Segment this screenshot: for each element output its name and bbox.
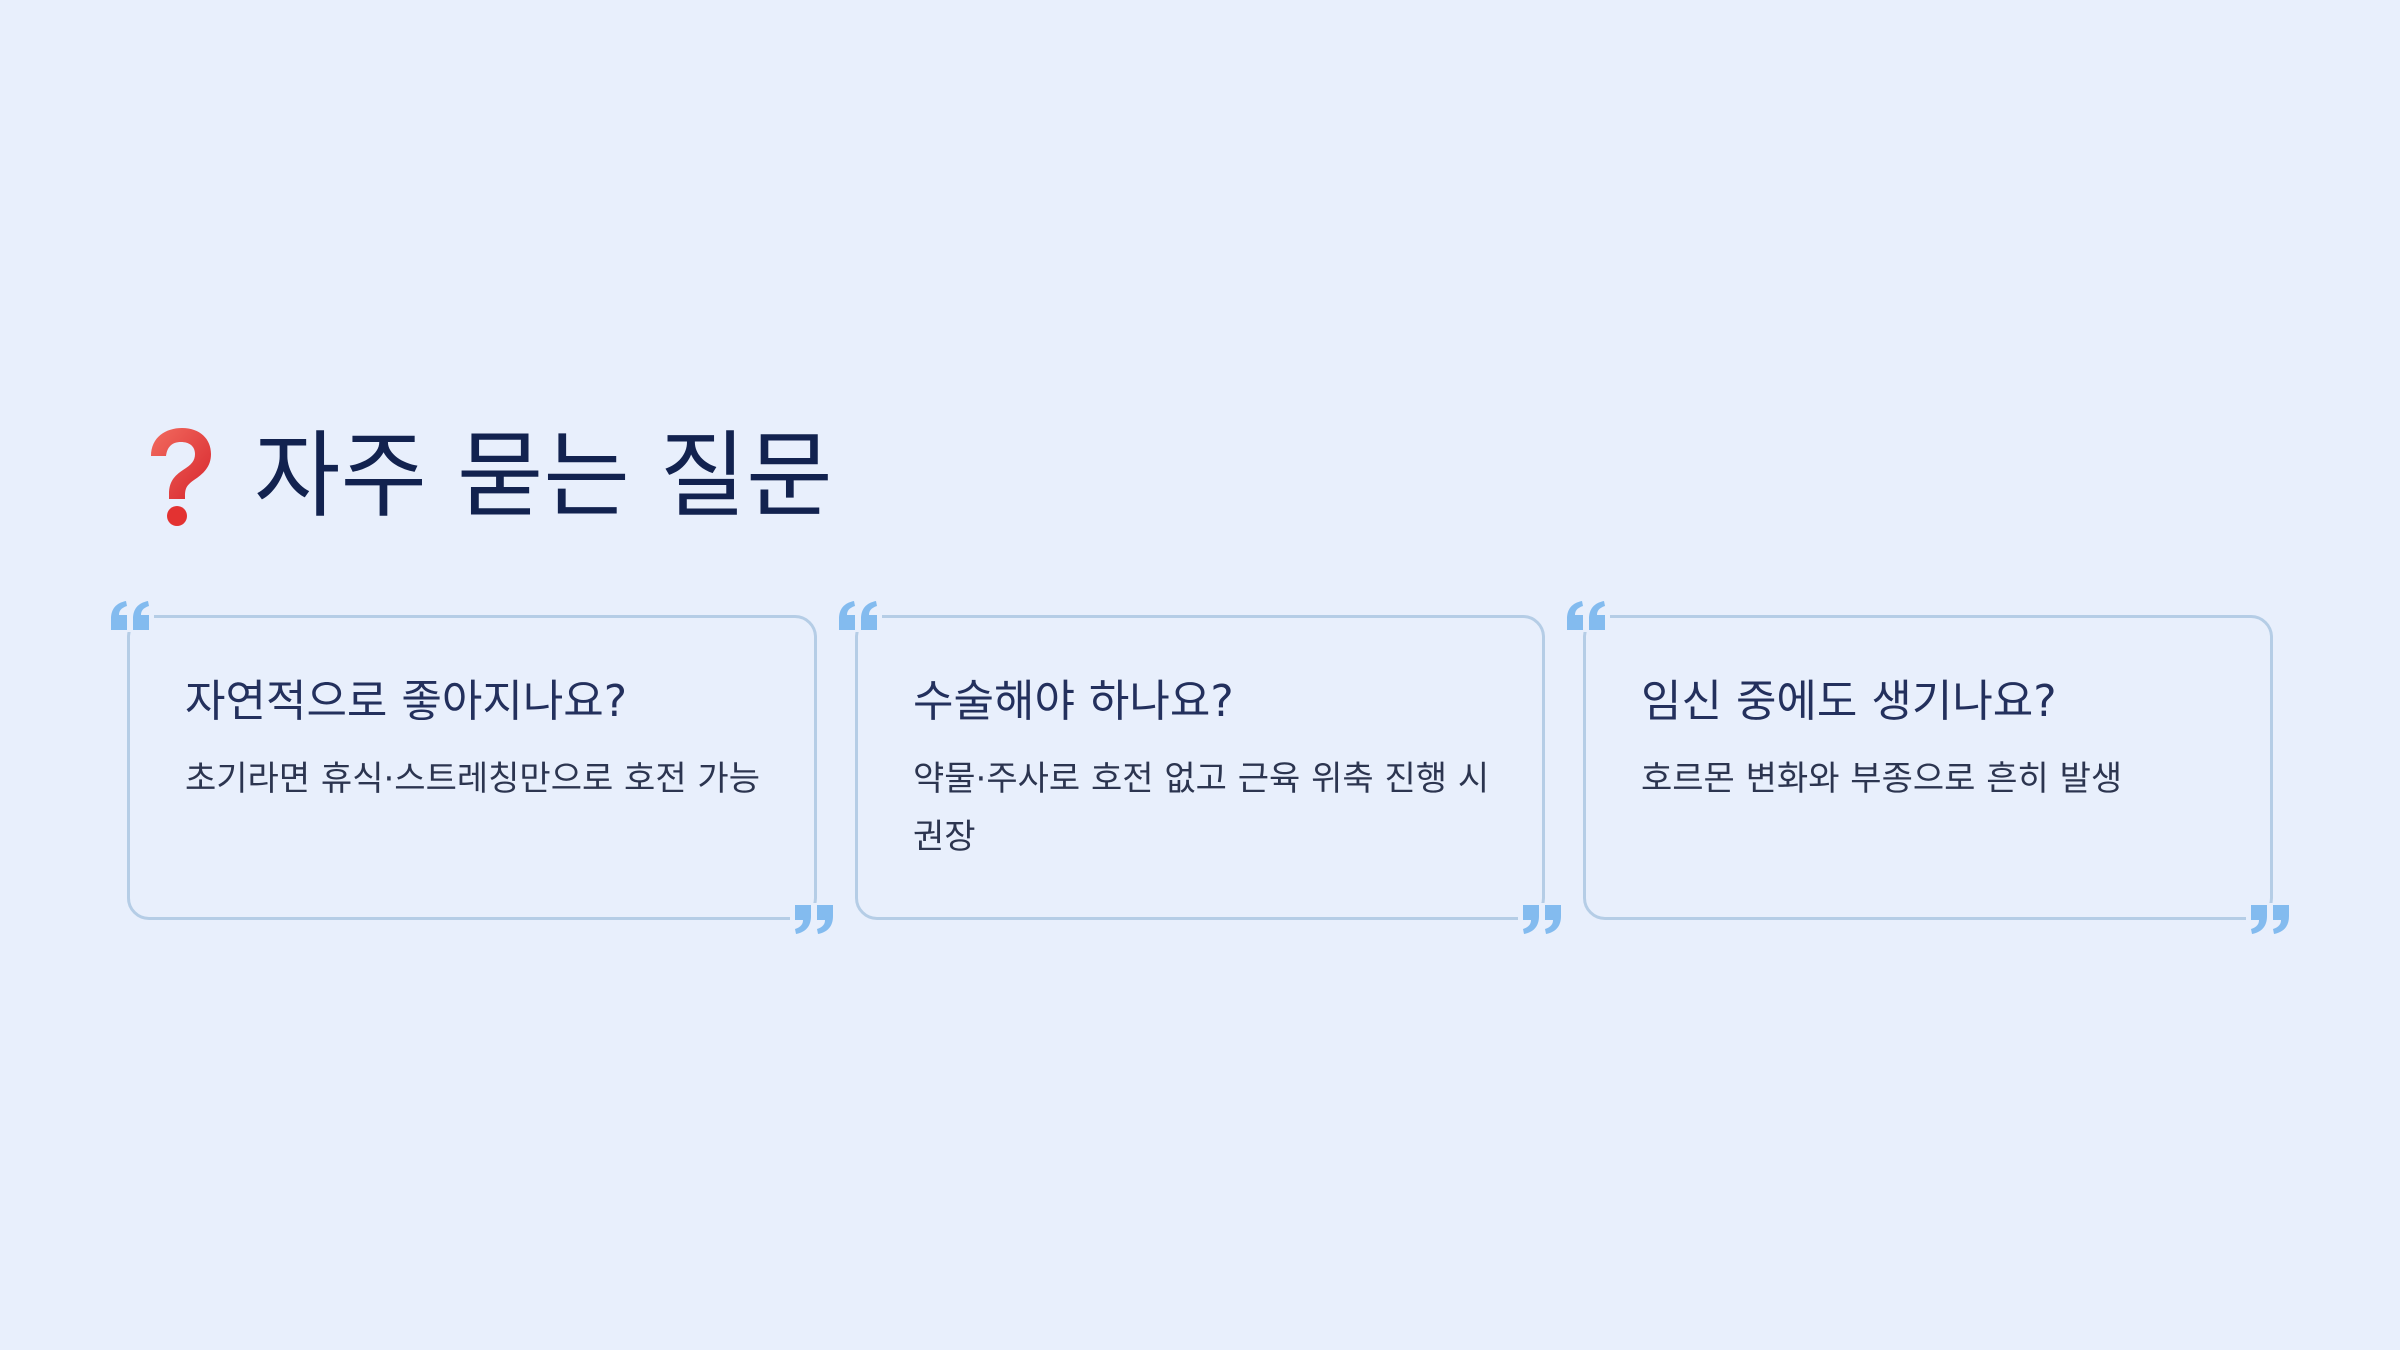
faq-card-1: 자연적으로 좋아지나요? 초기라면 휴식·스트레칭만으로 호전 가능 [108, 600, 836, 935]
faq-question: 임신 중에도 생기나요? [1641, 676, 2057, 727]
question-mark-icon [151, 428, 211, 526]
close-quote-icon [1518, 903, 1564, 935]
faq-card-3: 임신 중에도 생기나요? 호르몬 변화와 부종으로 흔히 발생 [1564, 600, 2292, 935]
open-quote-icon [1564, 600, 1610, 632]
page-title: 자주 묻는 질문 [140, 425, 833, 529]
close-quote-icon [2246, 903, 2292, 935]
faq-answer: 호르몬 변화와 부종으로 흔히 발생 [1641, 759, 2123, 799]
open-quote-icon [836, 600, 882, 632]
open-quote-icon [108, 600, 154, 632]
close-quote-icon [790, 903, 836, 935]
faq-question: 수술해야 하나요? [913, 676, 1234, 727]
faq-question: 자연적으로 좋아지나요? [185, 676, 628, 727]
faq-card-2: 수술해야 하나요? 약물·주사로 호전 없고 근육 위축 진행 시 권장 [836, 600, 1564, 935]
faq-answer: 약물·주사로 호전 없고 근육 위축 진행 시 권장 [913, 759, 1490, 857]
faq-heading: 자주 묻는 질문 [254, 422, 833, 531]
faq-answer: 초기라면 휴식·스트레칭만으로 호전 가능 [185, 759, 760, 799]
